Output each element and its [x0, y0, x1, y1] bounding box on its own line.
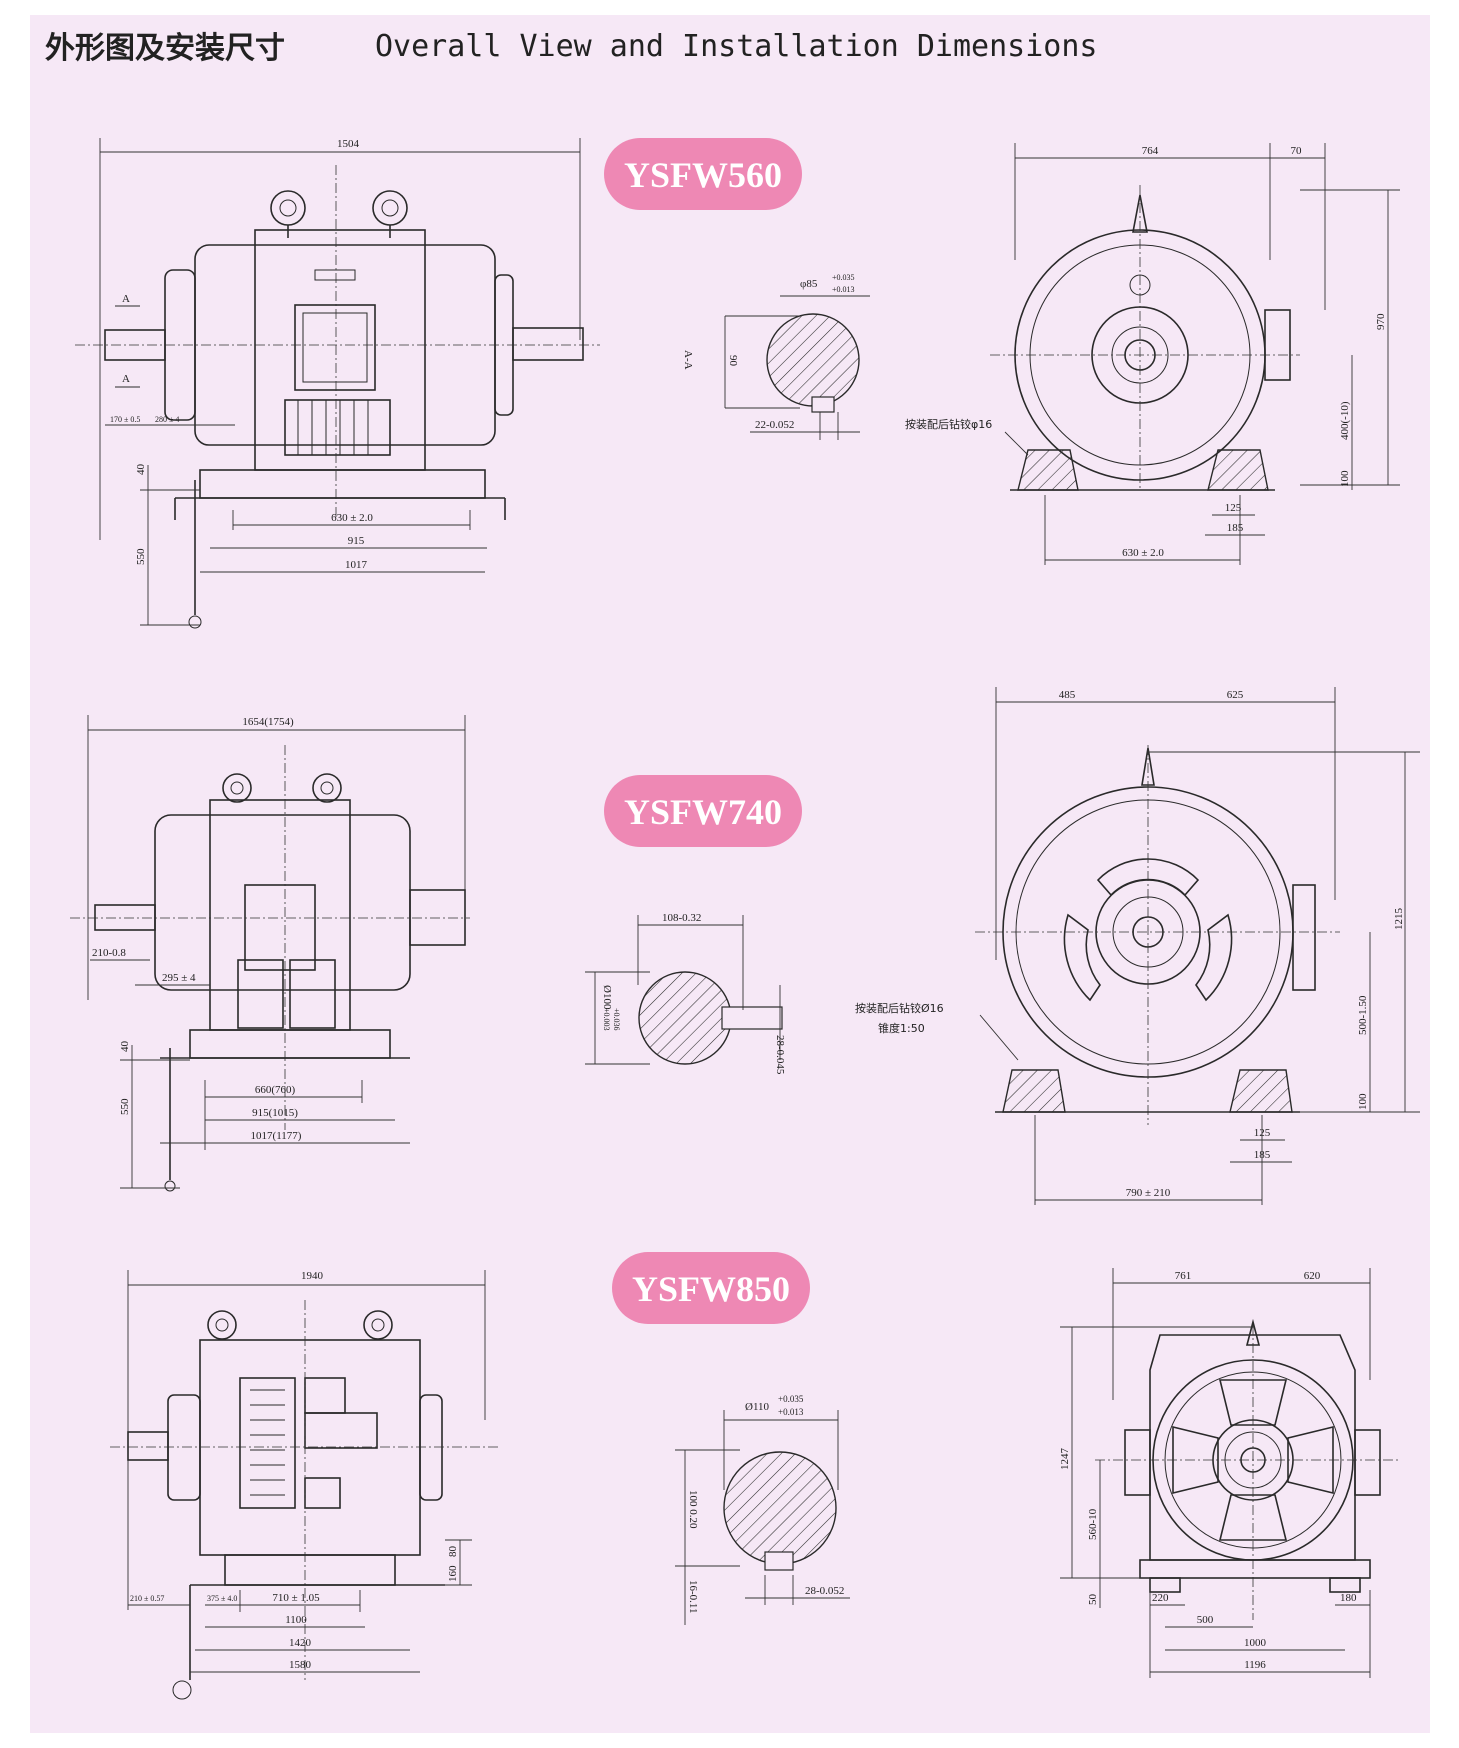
ysfw740-shaft-section: 108-0.32 Ø100 +0.036 +0.003 28-0.045 [585, 912, 786, 1075]
svg-text:90: 90 [727, 355, 739, 367]
ysfw560-shaft-section: φ85 +0.035 +0.013 A-A 90 22-0.052 [682, 273, 870, 440]
svg-text:108-0.32: 108-0.32 [662, 912, 701, 924]
svg-text:761: 761 [1175, 1270, 1192, 1282]
ysfw560-badge: YSFW560 [604, 138, 802, 210]
svg-text:28-0.045: 28-0.045 [774, 1035, 786, 1075]
svg-text:φ85: φ85 [800, 278, 818, 290]
svg-text:Ø100: Ø100 [601, 985, 613, 1010]
title-english: Overall View and Installation Dimensions [375, 29, 1097, 64]
svg-text:710 ± 1.05: 710 ± 1.05 [272, 1592, 320, 1604]
svg-text:+0.035: +0.035 [832, 273, 855, 282]
svg-text:160: 160 [447, 1565, 459, 1582]
svg-text:YSFW850: YSFW850 [632, 1269, 790, 1309]
svg-text:280 ± 4: 280 ± 4 [155, 415, 179, 424]
svg-text:620: 620 [1304, 1270, 1321, 1282]
svg-text:A-A: A-A [682, 350, 694, 370]
svg-text:1215: 1215 [1393, 908, 1405, 931]
svg-text:550: 550 [119, 1098, 131, 1115]
svg-text:125: 125 [1225, 502, 1242, 514]
svg-text:185: 185 [1227, 522, 1244, 534]
svg-text:100: 100 [1339, 470, 1351, 487]
svg-text:+0.036: +0.036 [612, 1008, 621, 1031]
svg-text:210 ± 0.57: 210 ± 0.57 [130, 1594, 164, 1603]
svg-text:40: 40 [135, 464, 147, 476]
svg-text:970: 970 [1375, 313, 1387, 330]
ysfw740-side-view: 485 625 1215 500-1.50 100 125 185 790 ± … [855, 687, 1420, 1205]
svg-text:625: 625 [1227, 689, 1244, 701]
svg-text:500-1.50: 500-1.50 [1357, 995, 1369, 1035]
svg-text:28-0.052: 28-0.052 [805, 1585, 844, 1597]
svg-text:70: 70 [1291, 145, 1303, 157]
svg-text:Ø110: Ø110 [745, 1401, 770, 1413]
svg-text:660(760): 660(760) [255, 1084, 296, 1096]
svg-text:+0.003: +0.003 [602, 1008, 611, 1031]
svg-text:80: 80 [447, 1546, 459, 1558]
ysfw560-side-view: 764 70 970 400(-10) 100 125 185 630 ± 2.… [905, 143, 1400, 565]
ysfw740-badge: YSFW740 [604, 775, 802, 847]
svg-text:630 ± 2.0: 630 ± 2.0 [1122, 547, 1164, 559]
svg-text:1940: 1940 [301, 1270, 324, 1282]
svg-text:1017(1177): 1017(1177) [251, 1130, 302, 1142]
svg-text:375 ± 4.0: 375 ± 4.0 [207, 1594, 237, 1603]
ysfw560-overall-length: 1504 [337, 138, 360, 150]
ysfw740-front-view: 1654(1754) 210-0.8 295 ± 4 40 550 660(76… [70, 715, 470, 1192]
svg-text:764: 764 [1142, 145, 1159, 157]
ysfw560-front-view: 1504 A A 170 ± 0.5 280 ± [75, 138, 600, 629]
svg-text:100: 100 [1357, 1093, 1369, 1110]
svg-text:210-0.8: 210-0.8 [92, 947, 126, 959]
svg-text:锥度1:50: 锥度1:50 [878, 1021, 925, 1035]
svg-text:790 ± 210: 790 ± 210 [1126, 1187, 1171, 1199]
svg-text:1000: 1000 [1244, 1637, 1267, 1649]
svg-text:180: 180 [1340, 1592, 1357, 1604]
title-chinese: 外形图及安装尺寸 [45, 31, 285, 66]
ysfw850-shaft-section: Ø110 +0.035 +0.013 100 0.20 28-0.052 16-… [675, 1394, 850, 1625]
svg-text:295 ± 4: 295 ± 4 [162, 972, 196, 984]
svg-text:16-0.11: 16-0.11 [687, 1580, 699, 1614]
svg-text:1196: 1196 [1244, 1659, 1266, 1671]
svg-text:22-0.052: 22-0.052 [755, 419, 794, 431]
svg-text:1017: 1017 [345, 559, 368, 571]
svg-text:1100: 1100 [285, 1614, 307, 1626]
svg-text:170 ± 0.5: 170 ± 0.5 [110, 415, 140, 424]
svg-text:+0.035: +0.035 [778, 1394, 804, 1404]
svg-text:A: A [122, 373, 130, 385]
svg-text:YSFW560: YSFW560 [624, 155, 782, 195]
svg-text:630 ± 2.0: 630 ± 2.0 [331, 512, 373, 524]
svg-text:按装配后钻铰Ø16: 按装配后钻铰Ø16 [855, 1001, 944, 1015]
svg-text:915: 915 [348, 535, 365, 547]
svg-text:220: 220 [1152, 1592, 1169, 1604]
svg-text:1420: 1420 [289, 1637, 312, 1649]
svg-text:+0.013: +0.013 [832, 285, 855, 294]
svg-text:+0.013: +0.013 [778, 1407, 804, 1417]
svg-text:50: 50 [1087, 1594, 1099, 1606]
ysfw850-front-view: 1940 210 ± 0.57 375 ± 4.0 710 ± 1.05 110… [110, 1270, 500, 1700]
svg-text:按装配后钻铰φ16: 按装配后钻铰φ16 [905, 417, 992, 431]
svg-text:550: 550 [135, 548, 147, 565]
svg-text:40: 40 [119, 1041, 131, 1053]
svg-text:100 0.20: 100 0.20 [687, 1490, 699, 1529]
svg-text:1580: 1580 [289, 1659, 312, 1671]
svg-text:485: 485 [1059, 689, 1076, 701]
svg-text:915(1015): 915(1015) [252, 1107, 298, 1119]
svg-text:400(-10): 400(-10) [1339, 401, 1351, 440]
ysfw850-badge: YSFW850 [612, 1252, 810, 1324]
svg-text:1247: 1247 [1059, 1448, 1071, 1471]
svg-text:1654(1754): 1654(1754) [242, 716, 294, 728]
svg-text:A: A [122, 293, 130, 305]
ysfw850-side-view: 761 620 1247 560-10 50 220 180 500 [1059, 1268, 1400, 1678]
svg-text:560-10: 560-10 [1087, 1508, 1099, 1540]
svg-text:YSFW740: YSFW740 [624, 792, 782, 832]
svg-text:500: 500 [1197, 1614, 1214, 1626]
